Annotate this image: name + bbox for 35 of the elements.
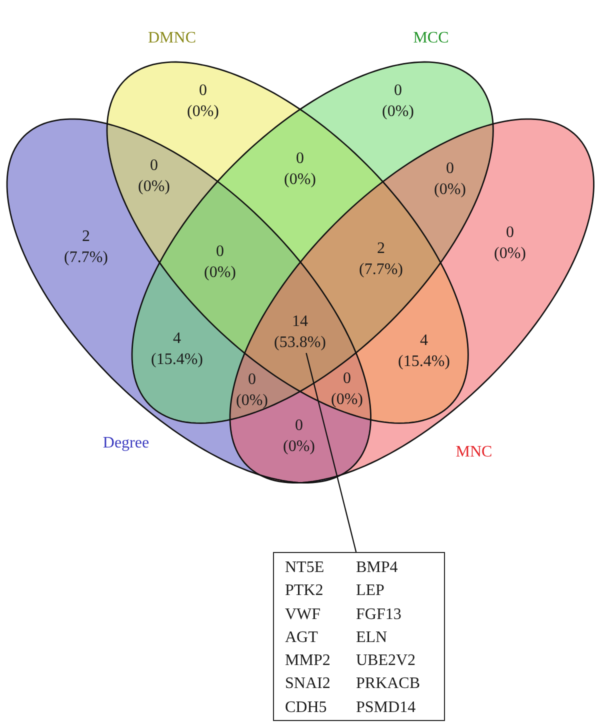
region-count: 0 (0%) [204,242,236,283]
gene-name: PSMD14 [356,698,416,718]
region-count: 4 (15.4%) [398,331,450,372]
region-count: 0 (0%) [331,369,363,410]
set-label: Degree [102,433,150,454]
gene-name: AGT [285,628,318,648]
gene-list-box [273,552,445,721]
gene-name: PTK2 [285,581,324,602]
gene-name: CDH5 [285,698,327,718]
set-label: DMNC [148,28,196,48]
gene-name: NT5E [285,558,324,578]
region-count: 0 (0%) [382,81,414,122]
region-count: 0 (0%) [138,156,170,197]
gene-name: SNAI2 [285,674,330,694]
gene-name: BMP4 [356,558,398,578]
region-count: 2 (7.7%) [359,239,403,280]
region-count: 0 (0%) [494,223,526,264]
region-count: 0 (0%) [283,416,315,457]
region-count: 14 (53.8%) [274,311,326,353]
region-count: 4 (15.4%) [151,329,203,370]
region-count: 2 (7.7%) [64,227,108,268]
gene-name: PRKACB [356,674,420,694]
region-count: 0 (0%) [236,370,268,411]
gene-name: MMP2 [285,651,330,672]
gene-name: LEP [356,581,384,602]
region-count: 0 (0%) [434,159,466,200]
gene-name: VWF [285,604,321,625]
region-count: 0 (0%) [284,149,316,190]
set-label: MCC [413,28,449,48]
region-count: 0 (0%) [187,81,219,122]
set-label: MNC [456,442,492,462]
gene-name: ELN [356,628,388,648]
gene-name: UBE2V2 [356,651,416,672]
gene-name: FGF13 [356,604,402,625]
leader-line [306,352,357,552]
